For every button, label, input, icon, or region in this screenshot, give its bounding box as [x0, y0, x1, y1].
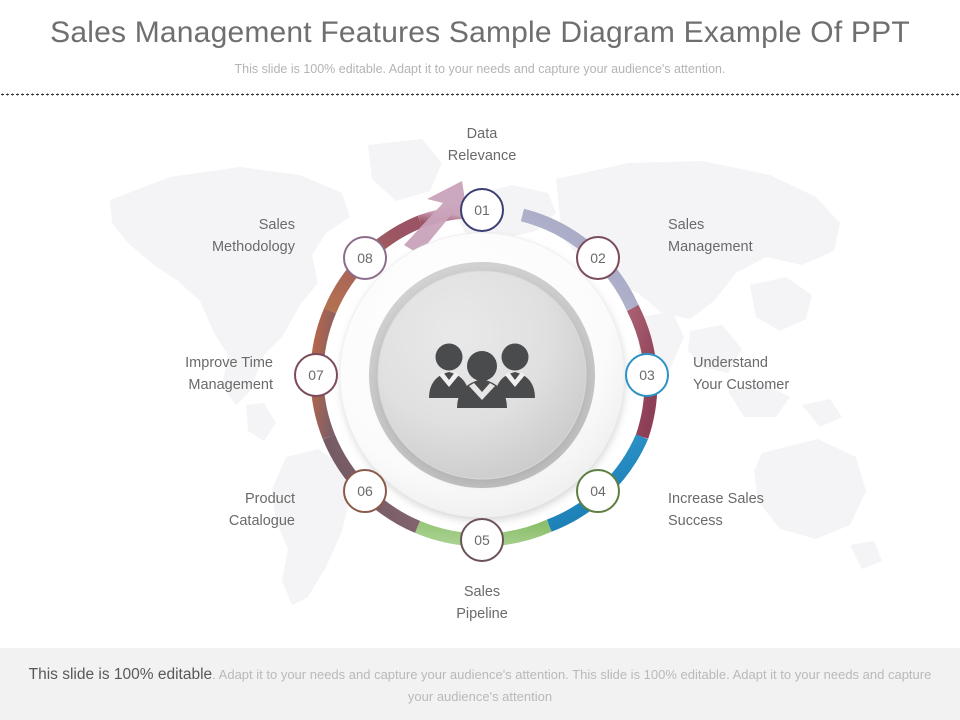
node-label-08: Sales Methodology [211, 217, 295, 256]
ring-graphic [310, 181, 658, 547]
page-subtitle: This slide is 100% editable. Adapt it to… [234, 62, 726, 76]
footer-rest-text: . Adapt it to your needs and capture you… [212, 666, 932, 704]
header-divider [0, 93, 960, 96]
node-badge-07[interactable]: 07 [294, 353, 338, 397]
node-label-07: Improve Time Management [185, 355, 273, 394]
node-label-04: Increase Sales Success [668, 491, 764, 530]
node-badge-01[interactable]: 01 [460, 188, 504, 232]
node-label-01: Data Relevance [447, 126, 517, 165]
three-people-icon [429, 343, 535, 408]
node-label-06: Product Catalogue [228, 491, 295, 530]
slide-header: Sales Management Features Sample Diagram… [0, 0, 960, 96]
node-badge-03[interactable]: 03 [625, 353, 669, 397]
footer-strong-text: This slide is 100% editable [28, 665, 213, 683]
slide-footer: This slide is 100% editable. Adapt it to… [0, 648, 960, 720]
node-label-03: Understand Your Customer [693, 355, 790, 394]
footer-text: This slide is 100% editable. Adapt it to… [20, 661, 940, 707]
arrow-head-icon [404, 181, 468, 254]
diagram-stage: 01 02 03 04 05 06 07 08 Data Relevance S… [0, 95, 960, 648]
circular-process-diagram: 01 02 03 04 05 06 07 08 Data Relevance S… [0, 95, 960, 648]
node-badge-06[interactable]: 06 [343, 469, 387, 513]
node-badge-02[interactable]: 02 [576, 236, 620, 280]
node-badge-08[interactable]: 08 [343, 236, 387, 280]
node-label-05: Sales Pipeline [456, 584, 508, 623]
page-title: Sales Management Features Sample Diagram… [50, 16, 910, 49]
node-badge-04[interactable]: 04 [576, 469, 620, 513]
node-badge-05[interactable]: 05 [460, 518, 504, 562]
node-label-02: Sales Management [668, 217, 753, 256]
